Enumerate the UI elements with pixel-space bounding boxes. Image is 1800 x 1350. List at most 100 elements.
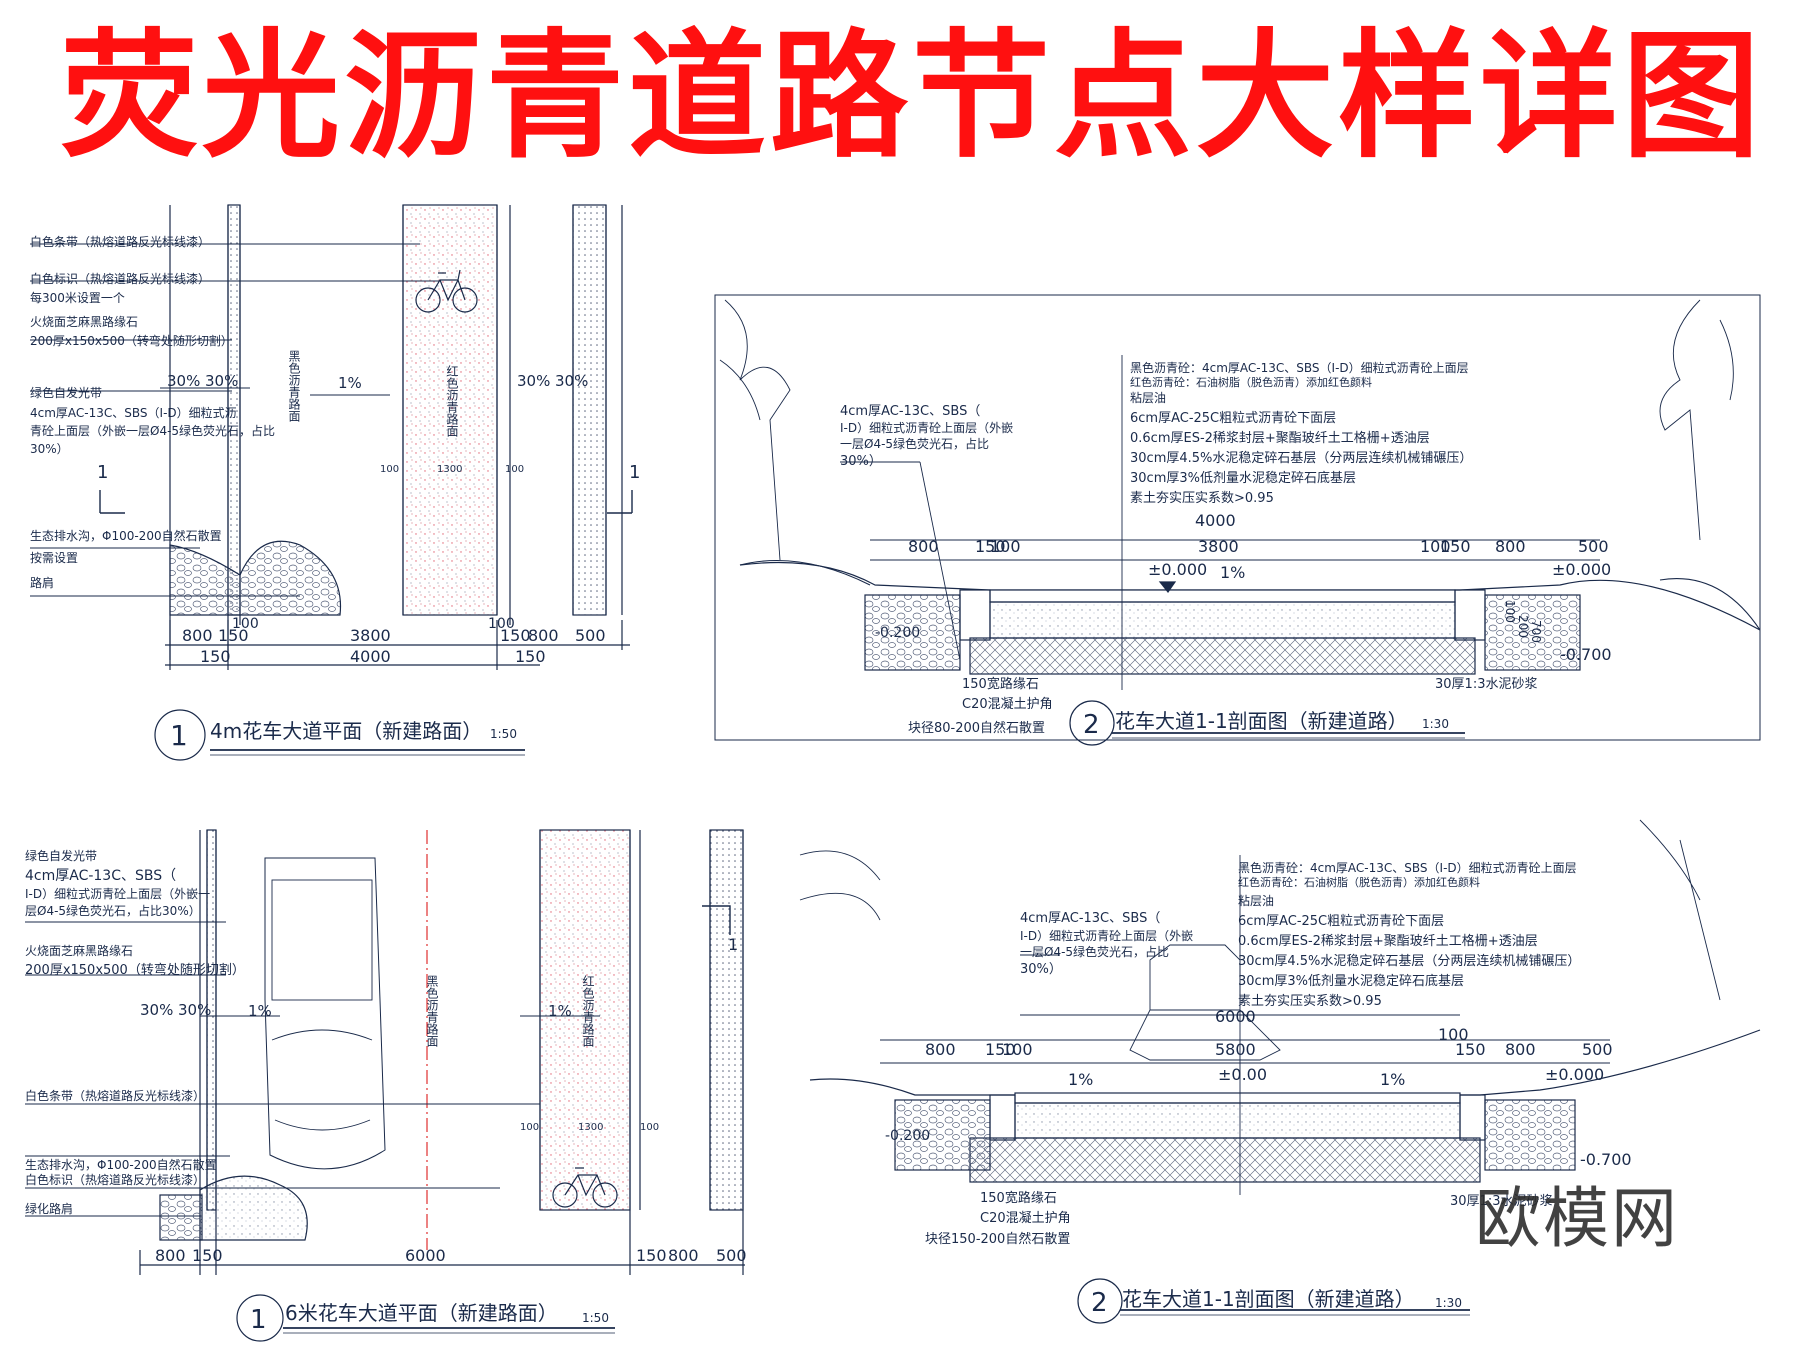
dim: 3800 xyxy=(350,626,391,645)
section-mark: 1 xyxy=(97,462,108,483)
level: ±0.000 xyxy=(1552,560,1611,579)
dim: 150 xyxy=(515,647,546,666)
layer-note: 0.6cm厚ES-2稀浆封层+聚酯玻纤土工格栅+透油层 xyxy=(1130,430,1430,446)
panel-number: 1 xyxy=(250,1305,267,1335)
p3-note: I-D）细粒式沥青砼上面层（外嵌一 xyxy=(25,886,210,901)
level: -0.200 xyxy=(875,625,920,641)
dim: 800 xyxy=(1495,537,1526,556)
level: ±0.00 xyxy=(1218,1065,1267,1084)
panel-1-plan xyxy=(30,204,633,761)
p1-note: 火烧面芝麻黑路缘石 xyxy=(30,314,138,329)
dim: 3800 xyxy=(1198,537,1239,556)
slope-label: 30% xyxy=(555,372,588,390)
dim: 4000 xyxy=(1195,511,1236,530)
dim: 150 xyxy=(1440,537,1471,556)
dim: 150 xyxy=(500,626,531,645)
left-note: I-D）细粒式沥青砼上面层（外嵌 xyxy=(1020,928,1193,943)
dim: 150 xyxy=(1455,1040,1486,1059)
layer-note: 素土夯实压实系数>0.95 xyxy=(1238,994,1382,1009)
dim: 4000 xyxy=(350,647,391,666)
p3-note: 绿色自发光带 xyxy=(25,848,97,863)
panel-heading: 4m花车大道平面（新建路面） xyxy=(210,719,482,743)
bottom-note: 30厚1:3水泥砂浆 xyxy=(1435,677,1537,692)
p1-note: 4cm厚AC-13C、SBS（I-D）细粒式沥 xyxy=(30,405,237,420)
panel-4-section xyxy=(799,819,1761,1324)
level: 1% xyxy=(1068,1070,1093,1089)
bottom-note: 块径80-200自然石散置 xyxy=(908,720,1045,736)
left-note: 一层Ø4-5绿色荧光石，占比 xyxy=(840,436,989,451)
panel-4-texts: 黑色沥青砼：4cm厚AC-13C、SBS（I-D）细粒式沥青砼上面层 红色沥青砼… xyxy=(885,860,1632,1318)
dim: 800 xyxy=(1505,1040,1536,1059)
dim: 500 xyxy=(1582,1040,1613,1059)
panel-scale: 1:30 xyxy=(1422,717,1449,731)
slope-label: 30% xyxy=(205,372,238,390)
panel-scale: 1:50 xyxy=(490,727,517,741)
layer-note: 30cm厚4.5%水泥稳定碎石基层（分两层连续机械铺碾压） xyxy=(1130,450,1472,466)
panel-heading: 花车大道1-1剖面图（新建道路） xyxy=(1115,709,1408,733)
lane-label: 红色沥青路面 xyxy=(581,974,595,1047)
panel-1-texts: 白色条带（热熔道路反光标线漆） 白色标识（热熔道路反光标线漆） 每300米设置一… xyxy=(30,234,640,752)
bottom-note: C20混凝土护角 xyxy=(980,1210,1071,1226)
p3-note: 层Ø4-5绿色荧光石，占比30%） xyxy=(25,903,201,918)
page-title: 荧光沥青道路节点大样详图 xyxy=(60,16,1765,177)
left-note: 30%） xyxy=(840,454,882,469)
layer-note: 0.6cm厚ES-2稀浆封层+聚酯玻纤土工格栅+透油层 xyxy=(1238,933,1538,949)
p1-note: 200厚x150x500（转弯处随形切割） xyxy=(30,333,233,348)
watermark-logo: 欧模网 xyxy=(1475,1180,1679,1257)
dim: 100 xyxy=(488,616,515,632)
inner-dim: 1300 xyxy=(437,464,462,475)
lane-label: 黑色沥青路面 xyxy=(287,350,301,422)
dim: 800 xyxy=(528,626,559,645)
panel-2-texts: 黑色沥青砼：4cm厚AC-13C、SBS（I-D）细粒式沥青砼上面层 红色沥青砼… xyxy=(840,360,1612,740)
level: ±0.000 xyxy=(1148,560,1207,579)
bottom-note: 块径150-200自然石散置 xyxy=(925,1231,1070,1247)
p1-note: 30%） xyxy=(30,442,69,456)
dim: 100 xyxy=(1420,537,1451,556)
panel-3-plan xyxy=(25,829,745,1342)
bottom-note: 150宽路缘石 xyxy=(962,676,1039,692)
level: -0.700 xyxy=(1560,645,1612,664)
dim: 100 xyxy=(232,616,259,632)
panel-number: 2 xyxy=(1083,710,1100,740)
lane-label: 红色沥青路面 xyxy=(445,364,459,437)
section-mark: 1 xyxy=(728,935,738,954)
bottom-note: 150宽路缘石 xyxy=(980,1190,1057,1206)
slope-label: 30% xyxy=(167,372,200,390)
inner-dim: 100 xyxy=(505,464,524,475)
layer-note: 30cm厚3%低剂量水泥稳定碎石底基层 xyxy=(1130,470,1356,486)
bottom-note: C20混凝土护角 xyxy=(962,696,1053,712)
dim: 150 xyxy=(192,1246,223,1265)
vdim: 100 xyxy=(1503,600,1517,623)
dim: 100 xyxy=(1002,1040,1033,1059)
layer-note: 30cm厚4.5%水泥稳定碎石基层（分两层连续机械铺碾压） xyxy=(1238,953,1580,969)
left-note: I-D）细粒式沥青砼上面层（外嵌 xyxy=(840,420,1013,435)
dim: 500 xyxy=(575,626,606,645)
dim: 800 xyxy=(155,1246,186,1265)
p3-note: 火烧面芝麻黑路缘石 xyxy=(25,943,133,958)
dim: 800 xyxy=(668,1246,699,1265)
dim: 100 xyxy=(1438,1025,1469,1044)
vdim: 200 xyxy=(1516,615,1530,638)
p3-note: 4cm厚AC-13C、SBS（ xyxy=(25,868,176,884)
slope-label: 30% xyxy=(140,1001,173,1019)
layer-note: 黑色沥青砼：4cm厚AC-13C、SBS（I-D）细粒式沥青砼上面层 xyxy=(1238,860,1577,875)
dim: 150 xyxy=(985,1040,1016,1059)
dim: 800 xyxy=(908,537,939,556)
panel-heading: 6米花车大道平面（新建路面） xyxy=(285,1301,558,1325)
dim: 150 xyxy=(200,647,231,666)
p3-note: 白色条带（热熔道路反光标线漆） xyxy=(25,1088,205,1103)
dim: 150 xyxy=(218,626,249,645)
p3-note: 生态排水沟，Φ100-200自然石散置 xyxy=(25,1157,217,1172)
left-note: 一层Ø4-5绿色荧光石，占比 xyxy=(1020,944,1169,959)
panel-3-texts: 绿色自发光带 4cm厚AC-13C、SBS（ I-D）细粒式沥青砼上面层（外嵌一… xyxy=(25,848,747,1335)
dim: 800 xyxy=(925,1040,956,1059)
dim: 5800 xyxy=(1215,1040,1256,1059)
panel-number: 1 xyxy=(170,719,188,752)
inner-dim: 100 xyxy=(520,1122,539,1133)
layer-note: 粘层油 xyxy=(1238,893,1274,908)
panel-number: 2 xyxy=(1091,1288,1108,1318)
p1-note: 绿色自发光带 xyxy=(30,385,102,400)
panel-2-section xyxy=(714,294,1761,746)
p3-note: 白色标识（热熔道路反光标线漆） xyxy=(25,1172,205,1187)
